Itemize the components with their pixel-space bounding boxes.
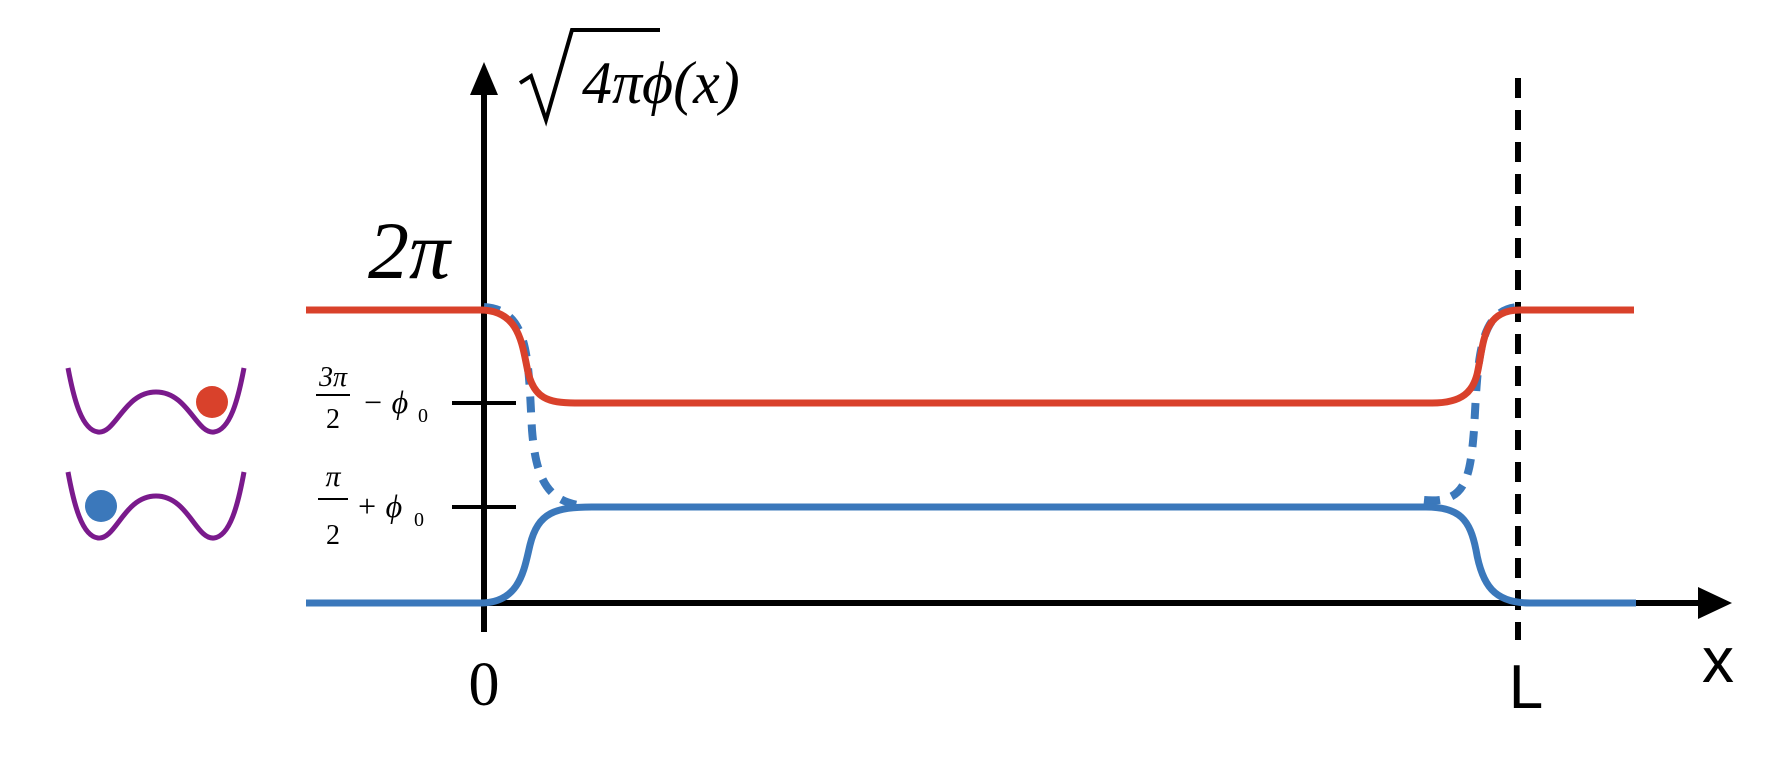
ball-red bbox=[196, 386, 228, 418]
level-lower-denominator: 2 bbox=[326, 520, 340, 551]
y-axis-arrow bbox=[470, 62, 498, 95]
potential-curve-upper bbox=[65, 367, 247, 435]
ball-blue bbox=[85, 490, 117, 522]
red-curve bbox=[306, 306, 1634, 407]
end-label-L: L bbox=[1509, 653, 1543, 722]
level-upper-subscript: 0 bbox=[418, 405, 428, 427]
level-upper-denominator: 2 bbox=[326, 404, 340, 435]
level-2pi-label: 2π bbox=[368, 205, 452, 296]
potential-curve-lower bbox=[65, 471, 247, 541]
level-lower-rest: + ϕ bbox=[356, 488, 402, 524]
level-lower-label: π 2 + ϕ 0 bbox=[318, 460, 424, 551]
double-well-lower bbox=[65, 471, 247, 541]
blue-dashed-left bbox=[483, 303, 589, 510]
origin-label: 0 bbox=[469, 651, 500, 719]
x-axis-label: x bbox=[1702, 624, 1734, 696]
y-axis-label-radicand: 4πϕ(x) bbox=[582, 50, 740, 116]
double-well-upper bbox=[65, 367, 247, 435]
blue-curve bbox=[306, 503, 1636, 607]
blue-dashed-right bbox=[1423, 303, 1519, 505]
y-axis-label: 4πϕ(x) bbox=[518, 28, 740, 127]
level-upper-label: 3π 2 − ϕ 0 bbox=[316, 362, 428, 435]
level-upper-rest: − ϕ bbox=[362, 384, 408, 420]
level-lower-subscript: 0 bbox=[414, 509, 424, 531]
level-upper-numerator: 3π bbox=[318, 362, 348, 393]
sqrt-sign bbox=[518, 28, 660, 127]
level-lower-numerator: π bbox=[325, 460, 341, 493]
x-axis-arrow bbox=[1698, 587, 1732, 619]
